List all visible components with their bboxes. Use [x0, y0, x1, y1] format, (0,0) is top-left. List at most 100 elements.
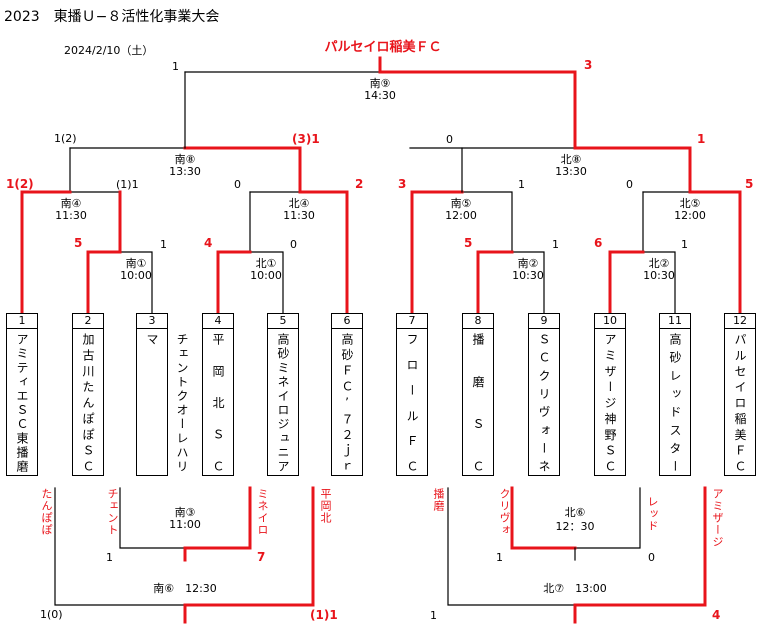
- team-box-3: 3 チェントクオーレハリマ: [136, 313, 189, 476]
- score-n2-right: 1: [681, 238, 688, 251]
- score-s3-left: 1: [106, 551, 113, 564]
- match-n8-time: 13:30: [555, 165, 587, 178]
- team-number: 1: [7, 314, 37, 329]
- score-s2-left: 5: [464, 236, 473, 250]
- team-number: 4: [203, 314, 233, 329]
- consolation-label-harima: 播磨: [432, 488, 445, 512]
- team-name: 平岡北ＳＣ: [211, 333, 225, 473]
- match-s4-time: 11:30: [55, 209, 87, 222]
- match-n1-name: 北①: [255, 257, 277, 270]
- match-n8-name: 北⑧: [560, 153, 582, 166]
- team-name: アミザージ神野ＳＣ: [603, 333, 617, 473]
- score-s1-left: 5: [74, 236, 83, 250]
- match-s9-time: 14:30: [364, 89, 396, 102]
- match-s3-name: 南③: [174, 506, 196, 519]
- team-name: 高砂ＦＣ’７２ｊｒ: [340, 333, 354, 473]
- score-s9-left: 1: [172, 60, 179, 73]
- consolation-label-tanpopo: たんぽぽ: [40, 488, 53, 536]
- team-name: 高砂ミネイロジュニア: [276, 333, 290, 473]
- team-number: 7: [397, 314, 427, 329]
- team-number: 2: [73, 314, 103, 329]
- score-s8-left: 1(2): [54, 132, 77, 145]
- score-s3-right: 7: [257, 550, 266, 564]
- score-s5-left: 3: [398, 177, 407, 191]
- match-s6-label: 南⑥ 12:30: [153, 582, 217, 595]
- score-n5-left: 0: [626, 178, 633, 191]
- page-title: 2023 東播Ｕ−８活性化事業大会: [4, 9, 220, 25]
- consolation-label-cento: チェント: [106, 488, 119, 536]
- match-s1-time: 10:00: [120, 269, 152, 282]
- team-number: 10: [595, 314, 625, 329]
- match-s5-name: 南⑤: [450, 197, 472, 210]
- team-name: チェントクオーレハリマ: [145, 333, 189, 473]
- score-n1-right: 0: [290, 238, 297, 251]
- match-s2-time: 10:30: [512, 269, 544, 282]
- team-box-10: 10 アミザージ神野ＳＣ: [594, 313, 626, 476]
- match-s2-name: 南②: [517, 257, 539, 270]
- bracket-lines-red: [20, 56, 742, 624]
- team-number: 11: [660, 314, 690, 329]
- match-s8-name: 南⑧: [174, 153, 196, 166]
- match-s1-name: 南①: [125, 257, 147, 270]
- consolation-label-red: レッド: [646, 496, 659, 532]
- score-s1-right: 1: [160, 238, 167, 251]
- match-n2-name: 北②: [648, 257, 670, 270]
- match-s3-time: 11:00: [169, 518, 201, 531]
- consolation-label-amizaji: アミザージ: [711, 488, 724, 548]
- team-box-8: 8 播磨ＳＣ: [462, 313, 494, 476]
- team-name: 高砂レッドスター: [668, 333, 682, 473]
- match-n1-time: 10:00: [250, 269, 282, 282]
- score-s5-right: 1: [518, 178, 525, 191]
- match-n6-time: 12：30: [555, 520, 595, 533]
- match-n5-time: 12:00: [674, 209, 706, 222]
- team-box-2: 2 加古川たんぽぽＳＣ: [72, 313, 104, 476]
- event-date: 2024/2/10（土）: [64, 44, 154, 57]
- team-name: 加古川たんぽぽＳＣ: [81, 333, 95, 473]
- team-name: フロールＦＣ: [405, 333, 419, 473]
- match-n5-name: 北⑤: [679, 197, 701, 210]
- score-n4-left: 0: [234, 178, 241, 191]
- score-s6-right: (1)1: [310, 608, 338, 622]
- score-n4-right: 2: [355, 177, 364, 191]
- score-n1-left: 4: [204, 236, 213, 250]
- team-name: アミティエＳＣ東播磨: [15, 333, 29, 473]
- score-n8-left: 0: [446, 133, 453, 146]
- team-box-4: 4 平岡北ＳＣ: [202, 313, 234, 476]
- match-n2-time: 10:30: [643, 269, 675, 282]
- match-s5-time: 12:00: [445, 209, 477, 222]
- score-n7-left: 1: [430, 609, 437, 622]
- team-box-7: 7 フロールＦＣ: [396, 313, 428, 476]
- match-n6-name: 北⑥: [564, 506, 586, 519]
- score-n7-right: 4: [712, 608, 721, 622]
- match-n4-name: 北④: [288, 197, 310, 210]
- consolation-label-mineiro: ミネイロ: [256, 488, 269, 536]
- team-box-5: 5 高砂ミネイロジュニア: [267, 313, 299, 476]
- champion-label: パルセイロ稲美ＦＣ: [324, 40, 442, 55]
- score-s6-left: 1(0): [40, 608, 63, 621]
- bracket-lines-black: [54, 71, 691, 606]
- score-n2-left: 6: [594, 236, 603, 250]
- score-s4-right: (1)1: [116, 178, 139, 191]
- score-s8-right: (3)1: [292, 132, 320, 146]
- match-n7-label: 北⑦ 13:00: [543, 582, 607, 595]
- team-name: 播磨ＳＣ: [471, 333, 485, 473]
- team-number: 9: [529, 314, 559, 329]
- team-number: 8: [463, 314, 493, 329]
- score-s2-right: 1: [552, 238, 559, 251]
- team-number: 3: [137, 314, 167, 329]
- match-n4-time: 11:30: [283, 209, 315, 222]
- team-name: ＳＣクリヴォーネ: [537, 333, 551, 473]
- match-s4-name: 南④: [60, 197, 82, 210]
- score-n8-right: 1: [697, 132, 706, 146]
- score-n6-right: 0: [648, 551, 655, 564]
- team-name: パルセイロ稲美ＦＣ: [733, 333, 747, 473]
- match-s9-name: 南⑨: [369, 77, 391, 90]
- team-number: 5: [268, 314, 298, 329]
- score-s9-right: 3: [584, 58, 593, 72]
- match-s8-time: 13:30: [169, 165, 201, 178]
- consolation-label-clivo: クリヴォ: [498, 488, 511, 536]
